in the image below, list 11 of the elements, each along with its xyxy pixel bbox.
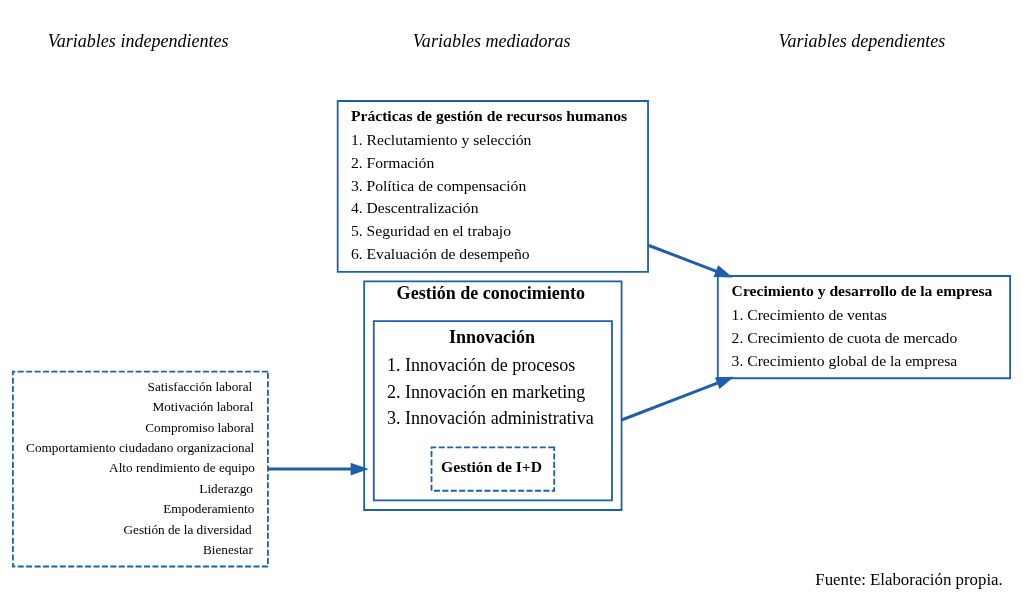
label: Variables independientes: [47, 30, 229, 51]
caption: Fuente: Elaboración propia.: [815, 569, 1003, 589]
label: Variables mediadoras: [412, 30, 571, 51]
label: Variables dependientes: [778, 30, 946, 51]
arrow: [621, 376, 735, 421]
node-box: Prácticas de gestión de recursos humanos 1. Reclutamiento y selección 2. Formación 3. Política de compensación 4. Descentralización 5. Seguridad en el trabajo 6. Evaluación de desempeño: [336, 99, 649, 273]
node-box: Gestión de I+D: [430, 446, 556, 492]
arrow: [647, 243, 733, 277]
arrow: [268, 462, 369, 475]
node-box: Satisfacción laboral Motivación laboral Compromiso laboral Comportamiento ciudadano organizacional Alto rendimiento de equipo Liderazgo Empoderamiento Gestión de la diversidad Bienestar: [12, 370, 269, 567]
node-box: Crecimiento y desarrollo de la empresa 1. Crecimiento de ventas 2. Crecimiento de cuota de mercado 3. Crecimiento global de la empresa: [716, 274, 1011, 379]
